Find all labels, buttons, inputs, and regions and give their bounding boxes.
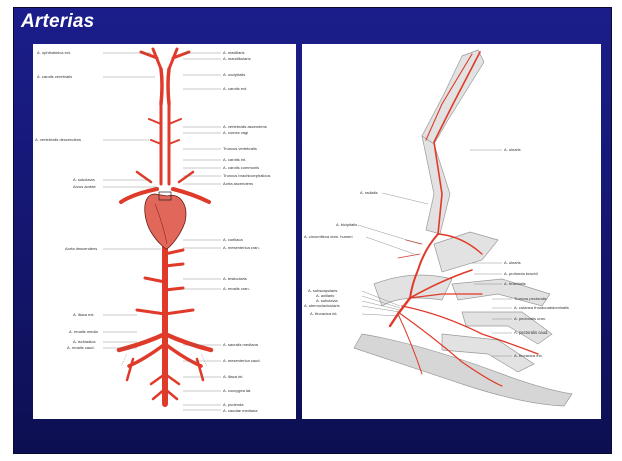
label-ulnaris: A. ulnaris [504, 260, 521, 265]
slide-title: Arterias [21, 11, 94, 33]
aorta-diagram-panel: A. ophthalmica ext. A. carotis cerebrali… [33, 44, 296, 419]
label-truncus-brachiocephalicus: Truncus brachiocephalicus [223, 173, 270, 178]
label-carotis-communis: A. carotis communis [223, 165, 259, 170]
label-iliaca-int: A. iliaca int. [223, 374, 243, 379]
label-truncus-vertebralis: Truncus vertebralis [223, 146, 257, 151]
label-thoracica-int: A. thoracica int. [310, 311, 338, 316]
label-radialis: A. radialis [360, 190, 378, 195]
label-circumflexa-dors-humeri: A. circumflexa dors. humeri [304, 234, 353, 239]
label-sacralis-mediana: A. sacralis mediana [223, 342, 259, 347]
label-brachialis: A. brachialis [504, 281, 526, 286]
slide: Arterias [13, 7, 612, 454]
label-maxillaris: A. maxillaris [223, 50, 245, 55]
label-mesenterica-cran: A. mesenterica cran. [223, 245, 260, 250]
label-bicipitalis: A. bicipitalis [336, 222, 357, 227]
label-mandibularis: A. mandibularis [223, 56, 251, 61]
label-mesenterica-caud: A. mesenterica caud. [223, 358, 261, 363]
label-vertebralis-descendens: A. vertebralis descendens [35, 137, 81, 142]
label-testicularis: A. testicularis [223, 276, 247, 281]
label-truncus-pectoralis: Truncus pectoralis [514, 296, 547, 301]
label-cutanea-thoracoabdominalis: A. cutanea thoracoabdominalis [514, 305, 569, 310]
wing-diagram-panel: A. ulnaris A. radialis A. bicipitalis A.… [302, 44, 601, 419]
label-renalis-media: A. renalis media [69, 329, 98, 334]
label-comes-vagi: A. comes vagi [223, 130, 248, 135]
label-subclavia: A. subclavia [73, 177, 95, 182]
label-carotis-ext: A. carotis ext. [223, 86, 247, 91]
label-sternoclavicularis: A. sternoclavicularis [304, 303, 340, 308]
wing-diagram: A. ulnaris A. radialis A. bicipitalis A.… [302, 44, 601, 419]
label-profunda-brachii: A. profunda brachii [504, 271, 538, 276]
label-coccygea-lat: A. coccygea lat. [223, 388, 251, 393]
label-renalis-cran: A. renalis cran. [223, 286, 250, 291]
label-arcus-aortae: Arcus aortae [73, 184, 96, 189]
label-occipitalis: A. occipitalis [223, 72, 245, 77]
label-pudenda: A. pudenda [223, 402, 244, 407]
label-coeliaca: A. coeliaca [223, 237, 243, 242]
label-aorta-descendens: Aorta descendens [65, 246, 97, 251]
label-vertebralis-ascendens: A. vertebralis ascendens [223, 124, 267, 129]
label-pectoralis-caud: A. pectoralis caud. [514, 330, 548, 335]
label-ischiadica: A. ischiadica [73, 339, 96, 344]
label-pectoralis-cran: A. pectoralis cran. [514, 316, 546, 321]
label-thoracica-ext: A. thoracica ext. [514, 353, 543, 358]
label-renalis-caud: A. renalis caud. [67, 345, 95, 350]
label-ophthalmica-ext: A. ophthalmica ext. [37, 50, 71, 55]
label-carotis-cerebralis: A. carotis cerebralis [37, 74, 72, 79]
label-aorta-ascendens: Aorta ascendens [223, 181, 253, 186]
label-carotis-int: A. carotis int. [223, 157, 246, 162]
label-iliaca-ext: A. iliaca ext. [73, 312, 95, 317]
aorta-diagram: A. ophthalmica ext. A. carotis cerebrali… [33, 44, 296, 419]
label-ulnaris-distal: A. ulnaris [504, 147, 521, 152]
label-caudae-mediana: A. caudae mediana [223, 408, 258, 413]
